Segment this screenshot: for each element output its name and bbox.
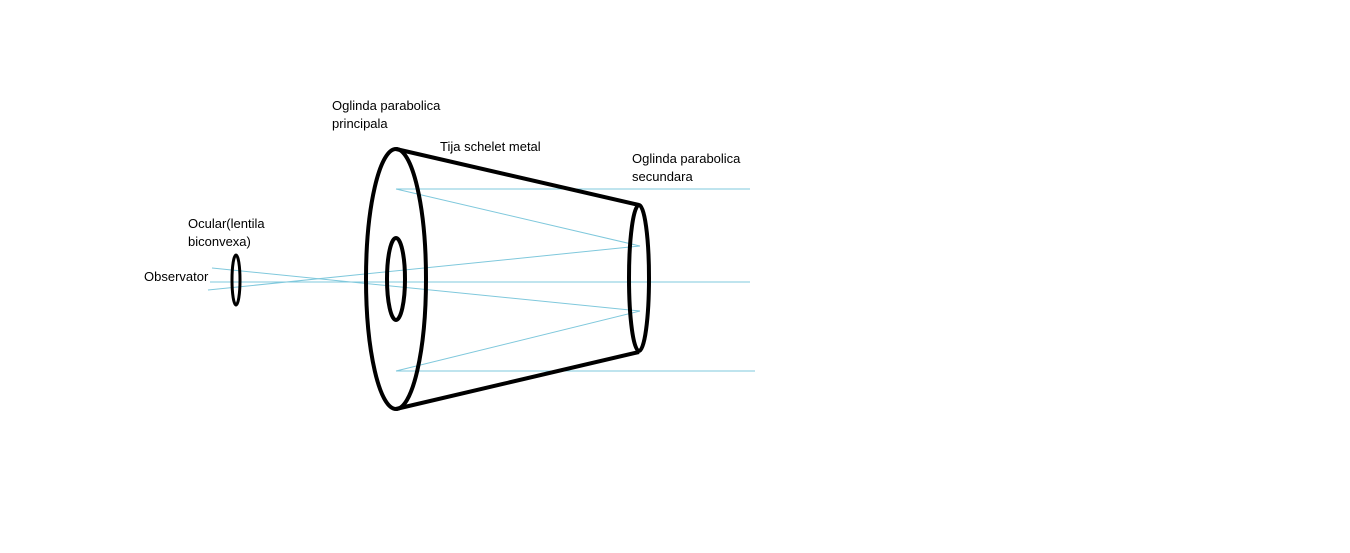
- primary-mirror-outer: [364, 147, 428, 411]
- telescope-body: [230, 147, 651, 411]
- rod-top: [395, 147, 640, 207]
- primary-mirror-hole: [385, 236, 407, 322]
- eyepiece-label-line1: Ocular(lentila: [188, 216, 265, 231]
- eyepiece-label-line2: biconvexa): [188, 234, 251, 249]
- secondary-mirror-label: Oglinda parabolica secundara: [632, 150, 740, 186]
- eyepiece-label: Ocular(lentila biconvexa): [188, 215, 265, 251]
- reflected-ray-top-to-secondary: [395, 188, 641, 247]
- eyepiece-lens: [230, 253, 242, 307]
- secondary-mirror-label-line1: Oglinda parabolica: [632, 151, 741, 166]
- rod-bottom: [395, 350, 640, 411]
- reflected-ray-bottom-to-secondary: [395, 310, 641, 372]
- observer-label: Observator: [144, 269, 209, 284]
- secondary-mirror: [627, 203, 651, 353]
- rod-label: Tija schelet metal: [440, 139, 541, 154]
- primary-mirror-label-line1: Oglinda parabolica: [332, 98, 441, 113]
- light-rays: [207, 188, 755, 372]
- secondary-mirror-label-line2: secundara: [632, 169, 693, 184]
- primary-mirror-label-line2: principala: [332, 116, 388, 131]
- primary-mirror-label: Oglinda parabolica principala: [332, 97, 440, 133]
